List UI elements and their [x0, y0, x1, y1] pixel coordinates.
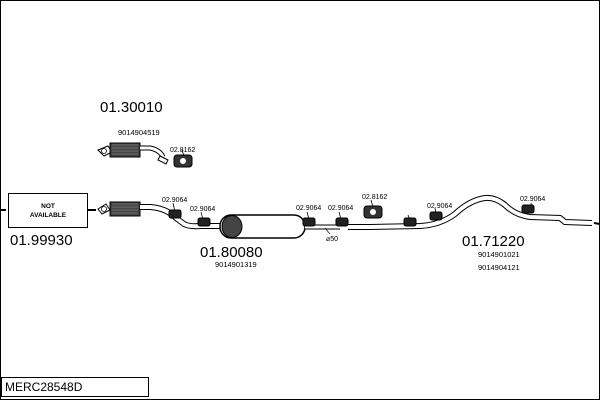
middle-silencer-drawing [219, 214, 340, 239]
front-pipe-alt-oem: 9014904519 [118, 128, 160, 137]
rear-pipe-drawing [348, 194, 600, 230]
middle-silencer-oem: 9014901319 [215, 260, 257, 269]
clamp-7-drawing [521, 202, 535, 214]
clamp-4-drawing [335, 211, 349, 227]
rear-silencer-oem-1: 9014901021 [478, 250, 520, 259]
clamp-1-label: 02.9064 [162, 197, 187, 204]
not-available-line-1: NOT [41, 202, 55, 210]
gasket-upper-drawing [173, 149, 193, 168]
clamp-5-label: 02.9064 [427, 203, 452, 210]
front-pipe-alt-drawing [97, 142, 169, 165]
rear-silencer-code: 01.71220 [462, 233, 525, 250]
diameter-label: ⌀50 [326, 236, 338, 243]
clamp-2-label: 02.9064 [190, 206, 215, 213]
clamp-1-drawing [168, 202, 182, 219]
clamp-5-drawing [403, 214, 417, 227]
clamp-2-drawing [197, 211, 211, 227]
clamp-6-label: 02.9064 [520, 196, 545, 203]
not-available-box: NOT AVAILABLE [8, 193, 88, 228]
clamp-3-drawing [302, 211, 316, 227]
rear-silencer-oem-2: 9014904121 [478, 263, 520, 272]
gasket-lower-drawing [363, 199, 383, 219]
clamp-3-label: 02.9064 [296, 205, 321, 212]
diagram-code-box: MERC28548D [1, 377, 149, 397]
front-pipe-drawing [0, 201, 222, 230]
front-pipe-alt-code: 01.30010 [100, 99, 163, 116]
not-available-code: 01.99930 [10, 232, 73, 249]
gasket-lower-label: 02.8162 [362, 194, 387, 201]
clamp-6-drawing [429, 207, 443, 221]
not-available-line-2: AVAILABLE [29, 211, 67, 219]
middle-silencer-code: 01.80080 [200, 244, 263, 261]
gasket-upper-label: 02.8162 [170, 147, 195, 154]
clamp-4-label: 02.9064 [328, 205, 353, 212]
